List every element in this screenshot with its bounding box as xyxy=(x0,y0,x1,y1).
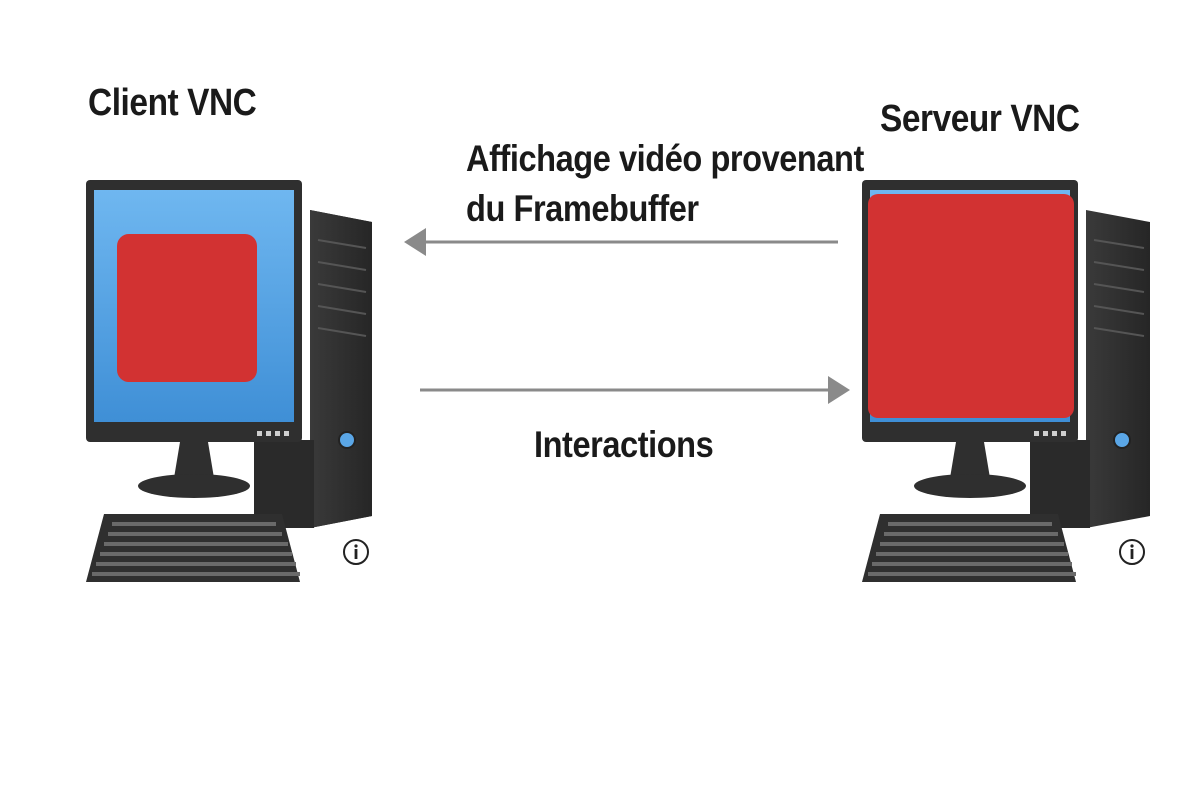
server-title: Serveur VNC xyxy=(880,98,1080,140)
video-arrow xyxy=(404,228,838,256)
client-power-button xyxy=(338,431,356,449)
video-arrow-label: Affichage vidéo provenant du Framebuffer xyxy=(466,134,864,234)
server-info-icon xyxy=(1119,539,1145,565)
server-framebuffer xyxy=(868,194,1074,418)
server-computer xyxy=(862,180,1150,582)
video-label-line2: du Framebuffer xyxy=(466,188,699,229)
server-tower xyxy=(1030,210,1150,528)
client-tower xyxy=(254,210,372,528)
arrowhead-right-icon xyxy=(828,376,850,404)
server-monitor xyxy=(862,180,1078,498)
client-title: Client VNC xyxy=(88,82,257,124)
arrowhead-left-icon xyxy=(404,228,426,256)
interactions-arrow-label: Interactions xyxy=(534,424,714,465)
client-info-icon xyxy=(343,539,369,565)
client-computer xyxy=(86,180,372,582)
client-monitor xyxy=(86,180,302,498)
server-power-button xyxy=(1113,431,1131,449)
server-keyboard xyxy=(862,514,1076,582)
video-label-line1: Affichage vidéo provenant xyxy=(466,138,864,179)
interactions-arrow xyxy=(420,376,850,404)
client-keyboard xyxy=(86,514,300,582)
client-framebuffer-view xyxy=(117,234,257,382)
